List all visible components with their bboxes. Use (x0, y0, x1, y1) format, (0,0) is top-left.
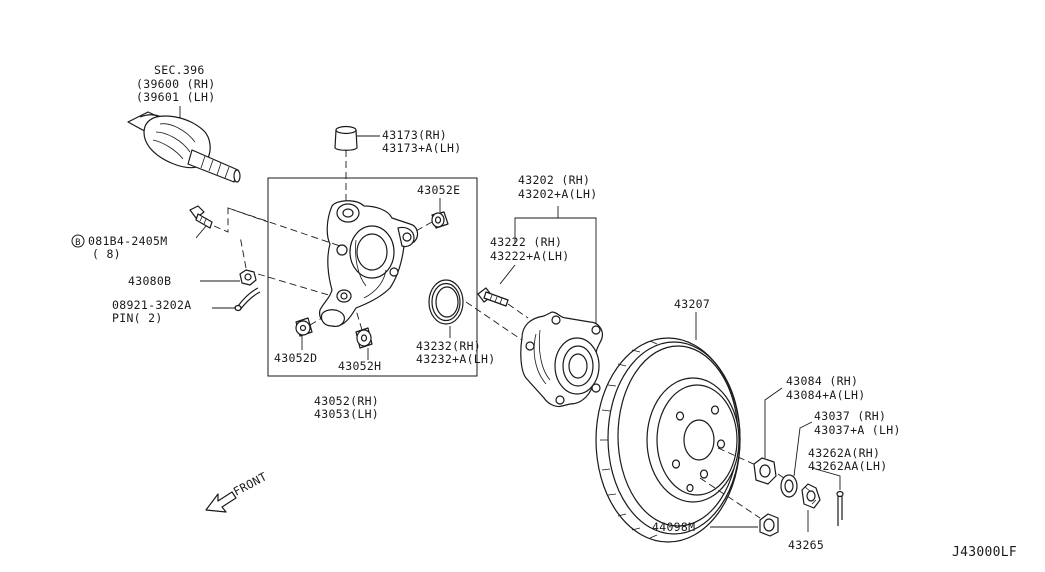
label-front: FRONT (231, 469, 269, 498)
guide-43232 (465, 301, 523, 341)
label-diagram-code: J43000LF (952, 545, 1017, 560)
guide-43052e (413, 221, 433, 233)
label-081b4: 081B4-2405M (88, 234, 167, 248)
leader-43262a (811, 467, 841, 490)
nut-43080b[interactable] (239, 269, 257, 286)
bushing-43052e[interactable] (431, 211, 449, 229)
label-43037: 43037 (RH) (814, 409, 886, 423)
label-43052: 43052(RH) (314, 394, 379, 408)
label-43052d: 43052D (274, 351, 317, 365)
circled-b-icon: B (71, 234, 85, 248)
bushing-43173[interactable] (334, 125, 358, 151)
disc-vent-lines (600, 340, 658, 539)
cotter-pin-43262a[interactable] (836, 490, 844, 527)
label-43052h: 43052H (338, 359, 381, 373)
leader-43222 (499, 264, 516, 285)
leader-081b4 (195, 225, 207, 239)
label-43222: 43222 (RH) (490, 235, 562, 249)
label-43173: 43173(RH) (382, 128, 447, 142)
leader-43084 (764, 387, 783, 458)
label-43232: 43232(RH) (416, 339, 481, 353)
label-08921-pin: PIN( 2) (112, 311, 163, 325)
hub-bolt-43222[interactable] (477, 287, 509, 307)
guide-bolt-081b4-b (227, 207, 341, 247)
label-39601: (39601 (LH) (136, 90, 215, 104)
label-43262a: 43262A(RH) (808, 446, 880, 460)
guide-43222 (507, 303, 529, 319)
leader-43037 (793, 421, 813, 477)
guide-bolt-081b4 (213, 207, 269, 233)
steering-knuckle[interactable] (319, 200, 419, 327)
label-44098m: 44098M (652, 520, 695, 534)
label-43052e: 43052E (417, 183, 460, 197)
guide-43080b (239, 235, 247, 269)
label-43084a: 43084+A(LH) (786, 388, 865, 402)
guide-43084 (717, 447, 759, 467)
washer-43037[interactable] (780, 474, 798, 498)
drive-shaft[interactable] (127, 111, 241, 183)
bushing-43052d[interactable] (295, 317, 313, 337)
front-arrow-icon (205, 491, 237, 513)
label-43084: 43084 (RH) (786, 374, 858, 388)
svg-text:B: B (75, 238, 81, 248)
label-43037a: 43037+A (LH) (814, 423, 901, 437)
seal-43232[interactable] (428, 279, 464, 325)
label-43173a: 43173+A(LH) (382, 141, 461, 155)
guide-43037 (777, 473, 785, 479)
bushing-43052h[interactable] (355, 327, 373, 349)
cotter-pin-08921[interactable] (234, 287, 261, 312)
label-43222a: 43222+A(LH) (490, 249, 569, 263)
label-43265: 43265 (788, 538, 824, 552)
brake-disc-43207[interactable] (595, 337, 741, 543)
label-39600: (39600 (RH) (136, 77, 215, 91)
hub-nut-43084[interactable] (753, 457, 777, 485)
screw-44098m[interactable] (759, 513, 779, 537)
label-sec396: SEC.396 (154, 63, 205, 77)
nut-cap-43265[interactable] (801, 483, 821, 509)
label-43080b: 43080B (128, 274, 171, 288)
label-43232a: 43232+A(LH) (416, 352, 495, 366)
label-43053: 43053(LH) (314, 407, 379, 421)
guide-43080b-b (257, 273, 333, 297)
label-43207: 43207 (674, 297, 710, 311)
label-08921: 08921-3202A (112, 298, 191, 312)
bolt-081b4[interactable] (189, 205, 213, 229)
label-43262aa: 43262AA(LH) (808, 459, 887, 473)
label-081b4-qty: ( 8) (92, 247, 121, 261)
knuckle-group-frame (267, 177, 478, 377)
wheel-hub-43202[interactable] (520, 311, 603, 408)
guide-44098m (699, 477, 761, 519)
label-43202: 43202 (RH) (518, 173, 590, 187)
guide-43052d (309, 317, 323, 326)
guide-43052h (355, 309, 363, 331)
label-43202a: 43202+A(LH) (518, 187, 597, 201)
leader-43202 (514, 217, 597, 330)
